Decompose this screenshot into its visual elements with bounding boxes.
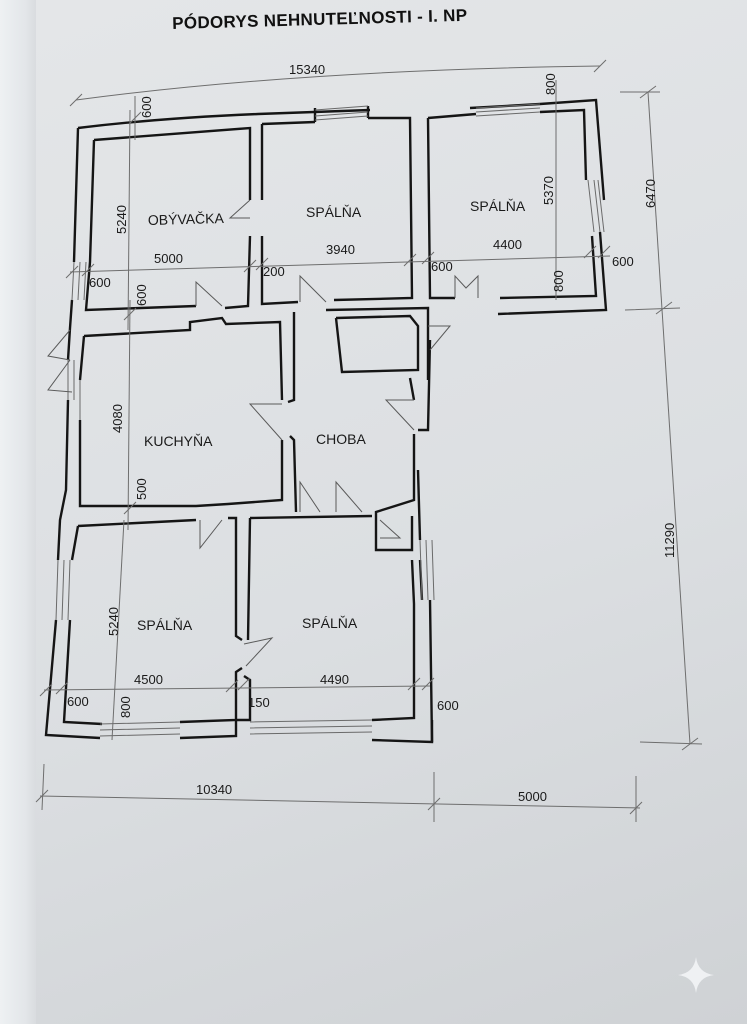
dim-line-spalna4-depth	[111, 519, 125, 741]
dim-spalna-4-width: 4490	[320, 672, 349, 687]
dim-wall-600-top: 600	[139, 96, 154, 118]
dim-wall-150: 150	[248, 695, 270, 710]
dim-obyvacka-width: 5000	[154, 251, 183, 266]
dim-overall-right-upper: 6470	[643, 179, 658, 208]
window-left-2	[67, 360, 81, 420]
dim-spalna-3-width: 4500	[134, 672, 163, 687]
dim-spalna-2-width: 4400	[493, 237, 522, 252]
room-label-choba: CHOBA	[316, 431, 366, 447]
wall-kuchyna	[78, 316, 284, 508]
dim-wall-600-right-lower: 600	[437, 698, 459, 713]
door-choba-right	[384, 399, 415, 431]
wall-choba	[287, 312, 420, 552]
door-spalna-5	[243, 637, 274, 667]
window-right-1	[587, 179, 605, 233]
drawing-sheet	[36, 0, 747, 1024]
window-bottom-2	[249, 719, 373, 735]
wall-choba-inner	[325, 306, 430, 380]
dim-spalna-2-depth: 5370	[541, 176, 556, 205]
window-top-1	[314, 105, 369, 121]
dim-line-600-top	[128, 96, 142, 140]
dim-line-bottom	[39, 795, 641, 809]
dim-wall-200: 200	[263, 264, 285, 279]
door-choba-storage	[428, 325, 452, 351]
wall-spalna-3	[426, 108, 598, 300]
dim-wall-600-right-upper: 600	[612, 254, 634, 269]
outer-wall-bottom	[179, 720, 434, 744]
room-label-spalna-1: SPÁLŇA	[306, 204, 362, 220]
window-top-2	[475, 103, 541, 117]
dim-wall-800-bottom: 800	[118, 696, 133, 718]
sparkle-icon	[678, 957, 714, 993]
dim-overall-bottom-right: 5000	[518, 789, 547, 804]
dim-line-top	[75, 65, 601, 101]
door-obyvacka-bottom	[195, 280, 223, 307]
dim-line-right	[647, 91, 691, 745]
door-choba-bottom-1	[299, 480, 321, 513]
room-label-spalna-2: SPÁLŇA	[470, 198, 526, 214]
window-left-1	[71, 261, 87, 301]
dim-overall-top: 15340	[289, 62, 325, 77]
door-spalna-3	[454, 274, 479, 298]
dim-spalna-3-depth: 5240	[106, 607, 121, 636]
room-label-spalna-3: SPÁLŇA	[137, 617, 193, 633]
wall-spalna-5	[236, 514, 416, 722]
door-kuchyna-right	[248, 403, 283, 441]
wall-obyvacka	[84, 126, 252, 312]
dim-overall-bottom-left: 10340	[196, 782, 232, 797]
dim-wall-500: 500	[134, 478, 149, 500]
room-label-spalna-4: SPÁLŇA	[302, 615, 358, 631]
dim-wall-600-left-lower: 600	[67, 694, 89, 709]
door-wc	[379, 519, 402, 539]
outer-wall-left	[44, 127, 101, 740]
dim-wall-600-obyvacka-bottom: 600	[134, 284, 149, 306]
door-spalna-2	[299, 274, 327, 303]
dim-wall-600-left-upper: 600	[89, 275, 111, 290]
dim-line-kuchyna-depth	[127, 299, 131, 531]
room-label-obyvacka: OBÝVAČKA	[148, 210, 225, 228]
dim-spalna-1-width: 3940	[326, 242, 355, 257]
door-choba-bottom-2	[335, 480, 363, 513]
dim-line-row3	[43, 685, 431, 691]
door-kuchyna-left	[47, 329, 73, 393]
window-right-2	[419, 539, 435, 601]
door-obyvacka-side	[228, 199, 251, 219]
dim-line-row1	[69, 255, 611, 273]
dim-wall-600-spalna3-left: 600	[431, 259, 453, 274]
dim-wall-800-spalna3-bottom: 800	[551, 270, 566, 292]
wall-spalna-4	[62, 516, 243, 726]
room-label-kuchyna: KUCHYŇA	[144, 433, 213, 449]
dim-overall-right-lower: 11290	[662, 523, 677, 558]
dim-line-obyvacka-depth	[127, 109, 131, 331]
dim-kuchyna-depth: 4080	[110, 404, 125, 433]
door-spalna-4	[199, 519, 223, 550]
dim-obyvacka-depth: 5240	[114, 205, 129, 234]
wall-spalna-2	[260, 116, 414, 306]
window-left-3	[55, 559, 71, 621]
book-binding-edge	[0, 0, 36, 1024]
dim-wall-800-top-right: 800	[543, 73, 558, 95]
